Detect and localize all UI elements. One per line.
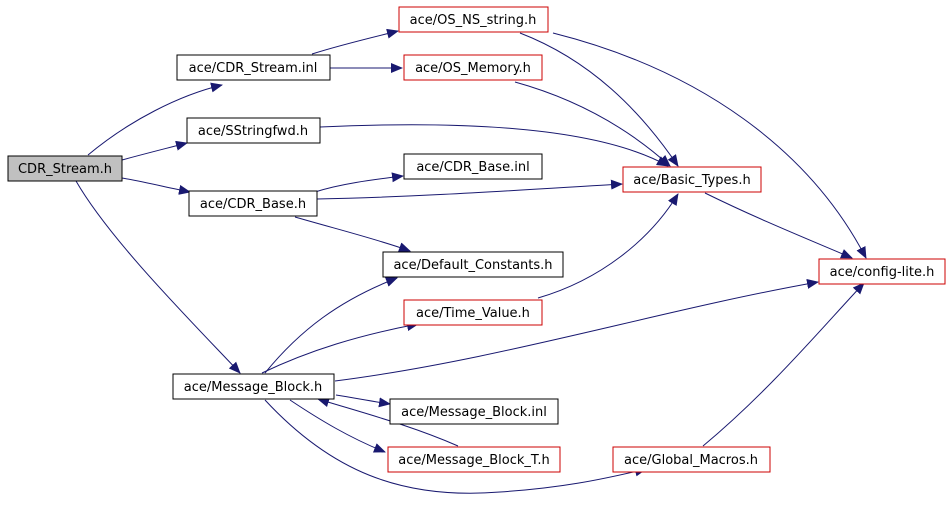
node-message-block-t-h[interactable]: ace/Message_Block_T.h [387, 446, 561, 473]
node-os-memory-h[interactable]: ace/OS_Memory.h [403, 54, 543, 81]
edge-global-macros-to-config-lite [702, 282, 865, 447]
edge-basic-types-to-config-lite [704, 192, 853, 259]
edge-cdr-base-to-cdr-base-inl [314, 172, 404, 193]
node-label: ace/OS_NS_string.h [410, 13, 537, 28]
edge-cdr-stream-to-cdr-base [121, 177, 191, 195]
node-sstringfwd-h[interactable]: ace/SStringfwd.h [186, 117, 321, 144]
edge-message-block-to-time-value [261, 321, 419, 374]
node-label: ace/config-lite.h [830, 265, 935, 280]
node-default-constants-h[interactable]: ace/Default_Constants.h [382, 251, 564, 278]
node-label: ace/SStringfwd.h [198, 124, 308, 139]
node-label: ace/Message_Block.h [184, 380, 323, 395]
node-label: ace/CDR_Stream.inl [189, 61, 318, 76]
node-config-lite-h[interactable]: ace/config-lite.h [818, 258, 946, 285]
edge-cdr-stream-to-message-block [75, 180, 241, 374]
edge-message-block-t-to-message-block [317, 397, 459, 447]
node-label: ace/CDR_Base.h [200, 197, 306, 212]
node-label: ace/Message_Block_T.h [398, 453, 549, 468]
edge-message-block-to-default-constants [264, 277, 398, 374]
node-cdr-stream-h[interactable]: CDR_Stream.h [7, 155, 123, 182]
node-label: ace/CDR_Base.inl [416, 160, 529, 175]
edge-os-ns-string-to-basic-types [519, 32, 679, 167]
edge-cdr-stream-inl-to-os-ns-string [311, 28, 399, 55]
edge-cdr-base-to-basic-types [316, 179, 623, 200]
edge-cdr-stream-to-cdr-stream-inl [87, 82, 223, 156]
edge-os-ns-string-to-config-lite [552, 32, 867, 259]
node-label: ace/Default_Constants.h [393, 258, 552, 273]
node-label: ace/Message_Block.inl [401, 405, 547, 420]
node-global-macros-h[interactable]: ace/Global_Macros.h [612, 446, 771, 473]
node-os-ns-string-h[interactable]: ace/OS_NS_string.h [398, 6, 549, 33]
node-cdr-stream-inl[interactable]: ace/CDR_Stream.inl [176, 54, 331, 81]
node-label: CDR_Stream.h [18, 162, 112, 177]
edge-message-block-to-message-block-t [289, 399, 386, 453]
node-message-block-inl[interactable]: ace/Message_Block.inl [389, 398, 559, 425]
node-basic-types-h[interactable]: ace/Basic_Types.h [622, 166, 762, 193]
edge-cdr-base-to-default-constants [294, 216, 411, 252]
edge-cdr-stream-to-sstringfwd [121, 140, 188, 161]
edge-message-block-to-global-macros [264, 399, 647, 494]
edge-message-block-to-config-lite [334, 278, 819, 382]
node-label: ace/OS_Memory.h [415, 61, 531, 76]
node-message-block-h[interactable]: ace/Message_Block.h [172, 373, 335, 400]
node-time-value-h[interactable]: ace/Time_Value.h [403, 299, 543, 326]
node-label: ace/Global_Macros.h [624, 453, 758, 468]
edge-message-block-to-message-block-inl [335, 394, 391, 408]
node-label: ace/Time_Value.h [416, 306, 530, 321]
node-label: ace/Basic_Types.h [633, 173, 750, 188]
edge-time-value-to-basic-types [537, 193, 679, 299]
node-cdr-base-inl[interactable]: ace/CDR_Base.inl [403, 153, 543, 180]
edge-sstringfwd-to-basic-types [319, 124, 669, 167]
edge-os-memory-to-basic-types [514, 81, 671, 167]
node-cdr-base-h[interactable]: ace/CDR_Base.h [188, 190, 318, 217]
